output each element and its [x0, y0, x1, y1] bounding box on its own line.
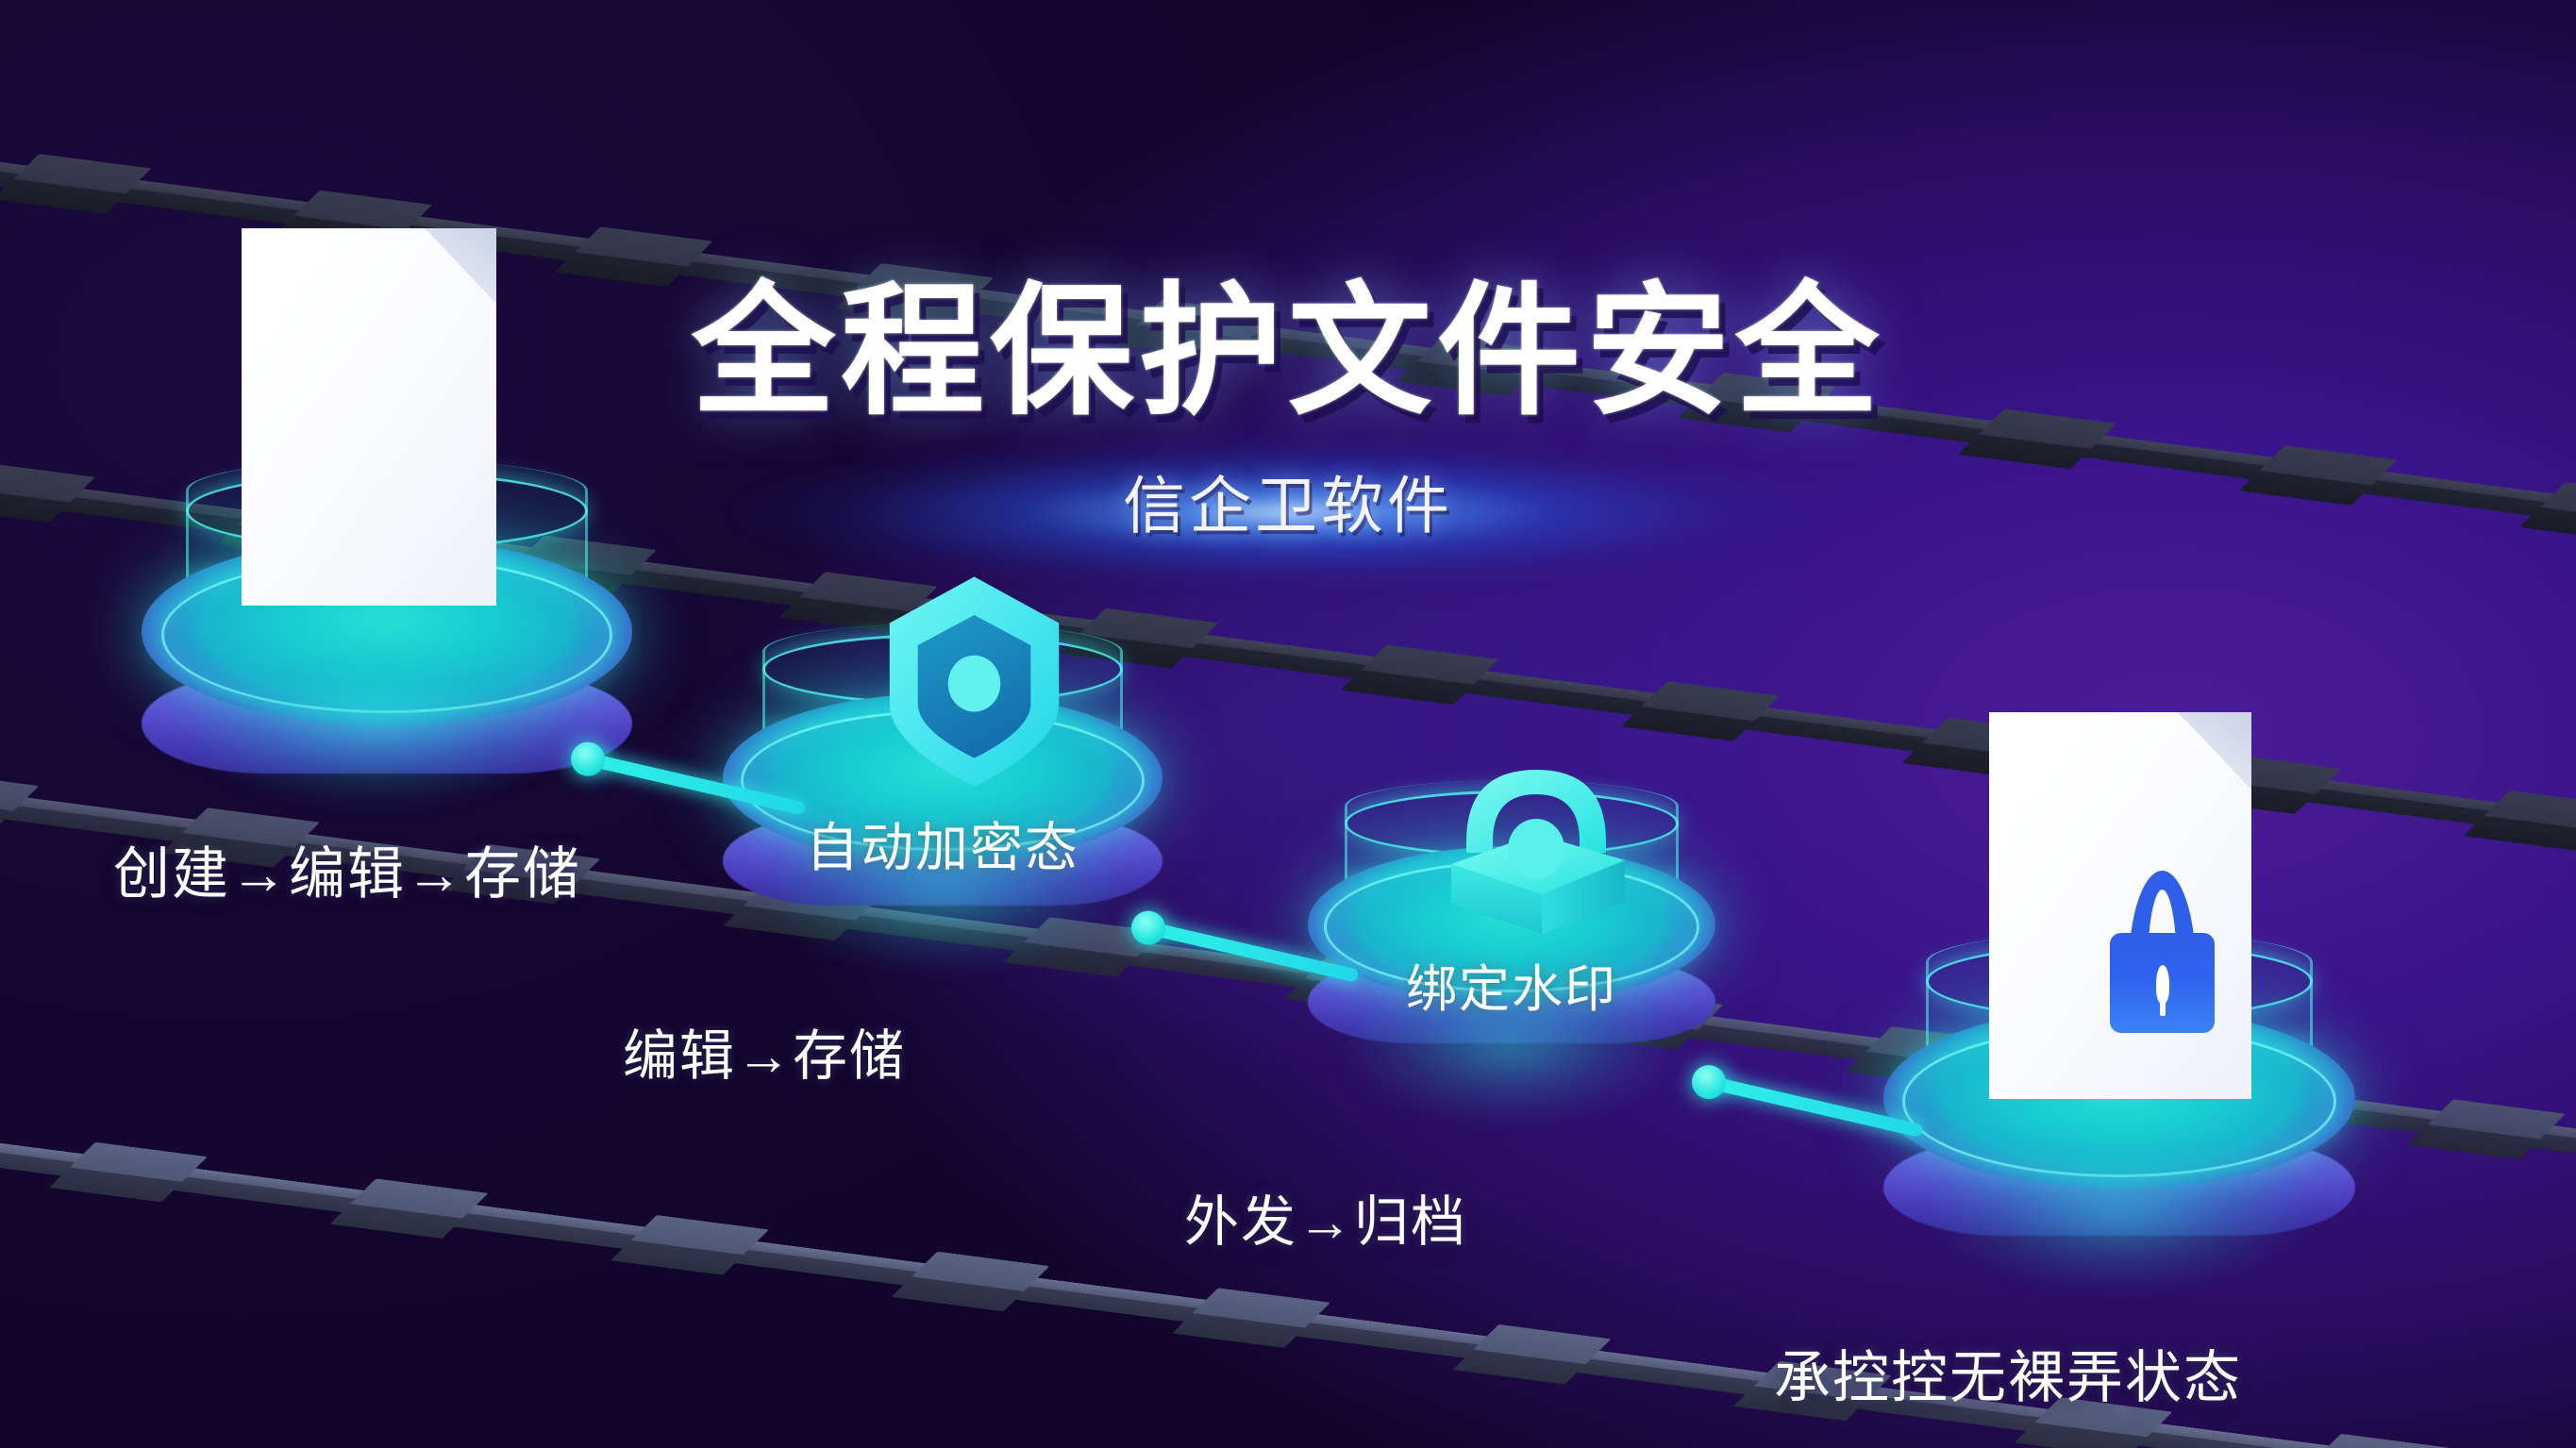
rail-tie — [1115, 299, 1275, 360]
document-page — [1989, 712, 2251, 1099]
document-icon — [242, 228, 496, 606]
stage-caption-3: 外发→归档 — [1184, 1191, 1468, 1253]
lock-badge-icon — [2109, 871, 2216, 1034]
rail-tie — [1340, 644, 1499, 706]
padlock-3d-icon-svg — [1451, 770, 1625, 934]
stage-caption-1: 创建→编辑→存储 — [113, 842, 581, 906]
stage-4-floor-glow — [1864, 1104, 2373, 1321]
rail-tie — [329, 1178, 489, 1240]
rail-tie — [835, 262, 994, 324]
rail-tie — [891, 1251, 1050, 1312]
rail-tie — [1452, 1323, 1612, 1385]
rail-tie — [49, 1141, 208, 1203]
document-text-lines — [270, 326, 474, 339]
rail-tie — [1958, 408, 2116, 470]
rail-tie — [1172, 1288, 1330, 1348]
stage-3-floor-glow — [1283, 943, 1736, 1151]
stage-platform-label-3: 绑定水印 — [1406, 961, 1617, 1018]
locked-document-icon — [1989, 712, 2251, 1099]
stage-platform-label-2: 自动加密态 — [806, 818, 1079, 877]
stage-caption-2: 编辑→存储 — [623, 1025, 907, 1087]
stage-1-floor-glow — [113, 604, 642, 840]
shield-icon-svg — [889, 576, 1060, 787]
shield-icon — [873, 571, 1076, 792]
rail-tie — [0, 154, 152, 214]
rail-tie — [2238, 445, 2398, 506]
stage-2-floor-glow — [698, 783, 1189, 1000]
rail-tie — [1397, 336, 1555, 396]
lock-keyhole — [2155, 964, 2170, 1017]
rail-tie — [1621, 681, 1780, 741]
rail-tie — [554, 226, 713, 287]
stage-pedestal-3[interactable]: 绑定水印 — [1308, 780, 1715, 1043]
document-page — [242, 228, 496, 606]
document-text-lines — [2018, 813, 2228, 826]
padlock-3d-icon — [1432, 755, 1640, 943]
rail-tie — [611, 1215, 769, 1275]
rail-tie — [2407, 1099, 2566, 1159]
stage-caption-4: 承控控无裸弄状态 — [1774, 1346, 2242, 1409]
rail-tie — [1677, 372, 1836, 433]
